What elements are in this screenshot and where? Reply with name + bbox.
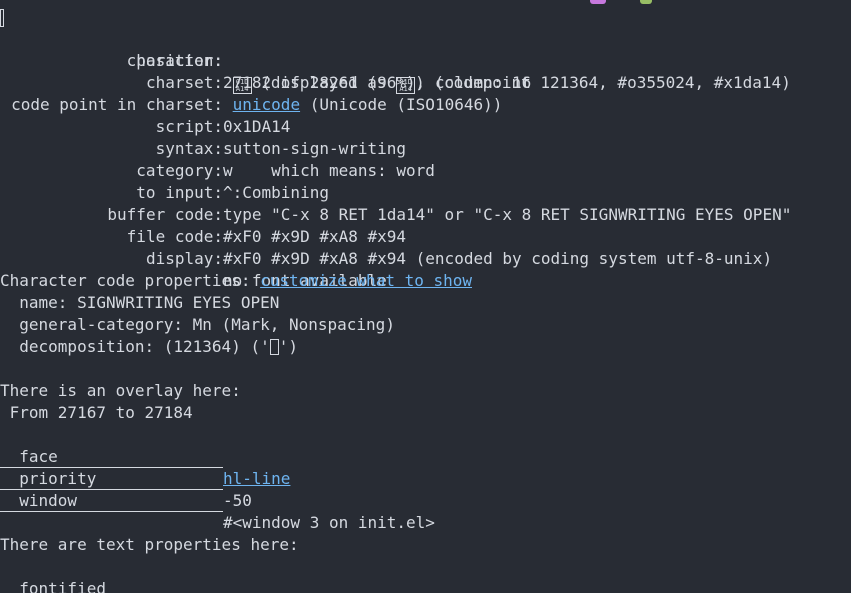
overlay-prop-name: window: [0, 490, 223, 512]
code-point-line: code point in charset: 0x1DA14: [0, 72, 851, 136]
position-line: position: 27182 of 28261 (96%), column: …: [0, 6, 851, 92]
text-props-heading: There are text properties here:: [0, 535, 299, 554]
display-line: display: no font available: [0, 226, 851, 290]
charset-line: charset: unicode (Unicode (ISO10646)): [0, 50, 851, 114]
frame-accent-green: [640, 0, 652, 4]
buffer-code-label: buffer code:: [107, 205, 223, 224]
overlay-prop-row: face hl-line: [0, 424, 851, 488]
to-input-value: type "C-x 8 RET 1da14" or "C-x 8 RET SIG…: [223, 205, 792, 224]
overlay-prop-name: priority: [0, 468, 223, 490]
category-line: category: ^:Combining: [0, 138, 851, 202]
category-label: category:: [136, 161, 223, 180]
decomposition-line: decomposition: (121364) (''): [0, 337, 298, 356]
overlay-range: From 27167 to 27184: [0, 403, 193, 422]
to-input-label: to input:: [136, 183, 223, 202]
buffer-code-line: buffer code: #xF0 #x9D #xA8 #x94: [0, 182, 851, 246]
overlay-prop-row: window #<window 3 on init.el>: [0, 468, 851, 532]
text-cursor: [0, 9, 4, 27]
character-middle: (displayed as: [251, 73, 397, 92]
text-prop-row: fontified nil: [0, 556, 851, 593]
charset-value: unicode (Unicode (ISO10646)): [232, 95, 503, 114]
char-props-heading-line: Character code properties: customize wha…: [0, 270, 472, 292]
display-label: display:: [145, 249, 223, 268]
code-point-label: code point in charset:: [11, 95, 223, 114]
script-label: script:: [155, 117, 223, 136]
character-after: ) (codepoint 121364, #o355024, #x1da14): [415, 73, 791, 92]
code-point-value: 0x1DA14: [223, 117, 291, 136]
text-prop-name: fontified: [0, 578, 223, 593]
overlay-prop-row: priority -50: [0, 446, 851, 510]
category-value: ^:Combining: [223, 183, 329, 202]
hl-line-link[interactable]: hl-line: [223, 469, 291, 488]
to-input-line: to input: type "C-x 8 RET 1da14" or "C-x…: [0, 160, 851, 224]
overlay-prop-value: #<window 3 on init.el>: [223, 513, 435, 532]
general-category-line: general-category: Mn (Mark, Nonspacing): [0, 315, 395, 334]
syntax-value: w which means: word: [223, 161, 435, 180]
buffer-code-value: #xF0 #x9D #xA8 #x94: [223, 227, 407, 246]
file-code-label: file code:: [126, 227, 223, 246]
position-label: position:: [136, 51, 223, 70]
customize-what-to-show-link[interactable]: customize what to show: [260, 271, 473, 290]
character-label: character:: [126, 51, 223, 70]
overlay-prop-name: face: [0, 446, 223, 468]
overlay-heading: There is an overlay here:: [0, 381, 241, 400]
missing-glyph-icon: [269, 339, 279, 355]
overlay-prop-value: -50: [223, 491, 252, 510]
syntax-line: syntax: w which means: word: [0, 116, 851, 180]
script-value: sutton-sign-writing: [223, 139, 407, 158]
char-name-line: name: SIGNWRITING EYES OPEN: [0, 293, 280, 312]
char-props-heading: Character code properties:: [0, 271, 261, 290]
syntax-label: syntax:: [155, 139, 223, 158]
file-code-value: #xF0 #x9D #xA8 #x94 (encoded by coding s…: [223, 249, 773, 268]
charset-unicode-link[interactable]: unicode: [232, 95, 301, 114]
script-line: script: sutton-sign-writing: [0, 94, 851, 158]
display-value: no font available: [223, 271, 387, 290]
charset-label: charset:: [145, 73, 223, 92]
file-code-line: file code: #xF0 #x9D #xA8 #x94 (encoded …: [0, 204, 851, 268]
frame-accent-magenta: [590, 0, 606, 4]
